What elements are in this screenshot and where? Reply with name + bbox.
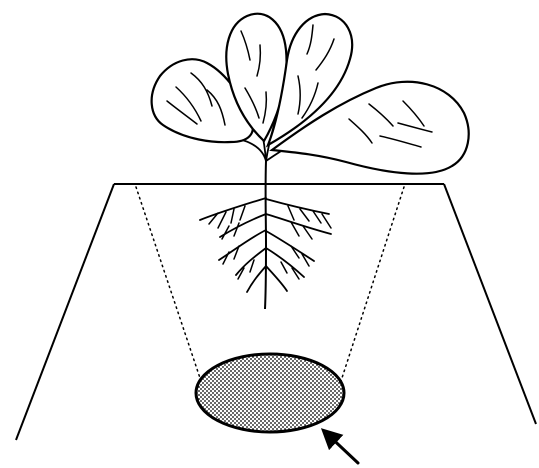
seedling-icon (152, 14, 469, 309)
root-hairs (209, 206, 331, 279)
pointer-arrow-icon (324, 431, 358, 463)
target-patch (196, 354, 344, 432)
